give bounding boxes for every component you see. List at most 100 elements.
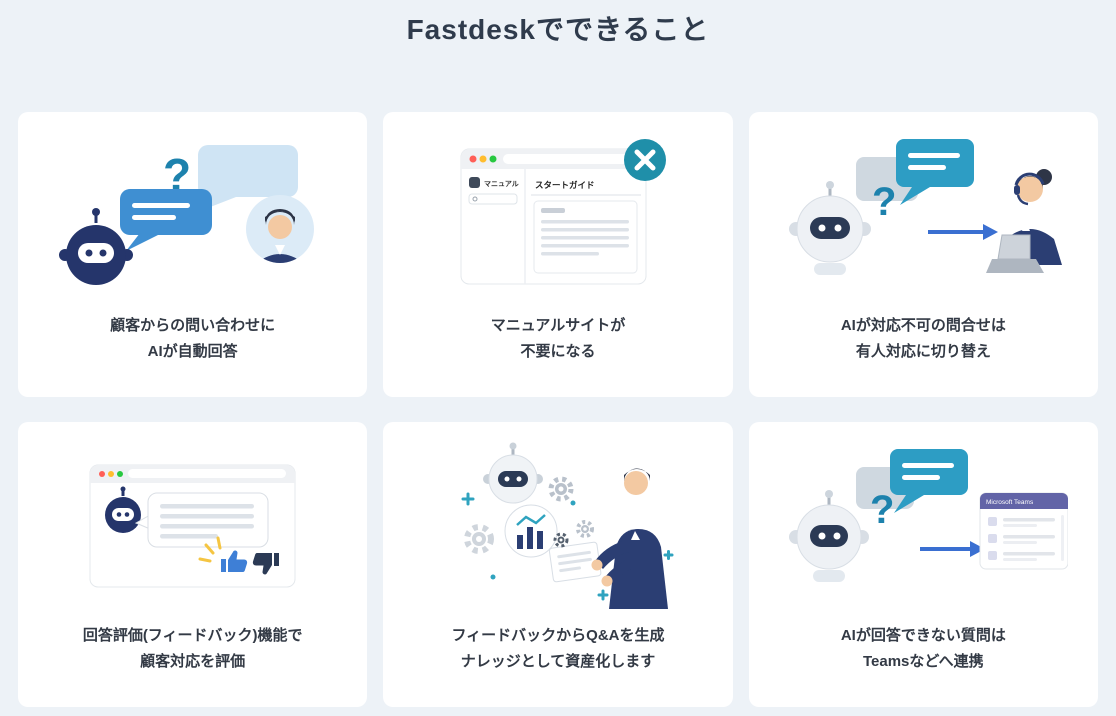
teams-header	[980, 493, 1069, 510]
headset-mic-icon	[1017, 194, 1029, 206]
feature-card-ai-auto-reply: ?	[18, 112, 368, 398]
feature-card-manual-site: マニュアル スタートガイド	[383, 112, 733, 398]
window-maximize-dot	[489, 155, 497, 163]
caption-line: AIが対応不可の問合せは	[840, 316, 1006, 334]
knowledge-svg	[461, 442, 674, 610]
manual-logo-icon	[468, 177, 480, 189]
address-bar	[502, 154, 638, 165]
speech-bubble-teal-tail	[894, 495, 925, 514]
person-collar	[630, 531, 640, 541]
thumbs-down-icon	[252, 553, 279, 575]
browser-window-svg: マニュアル スタートガイド	[460, 139, 666, 285]
laptop-base	[986, 259, 1045, 274]
question-mark-icon: ?	[870, 488, 894, 532]
article-text-line	[540, 244, 629, 248]
gear-icon	[575, 520, 594, 539]
answer-text-line	[159, 524, 254, 529]
avatar-face	[267, 215, 292, 240]
answer-text-line	[159, 504, 254, 509]
caption-line: 回答評価(フィードバック)機能で	[82, 626, 303, 644]
teams-svg: ? Microsoft Teams	[789, 449, 1069, 583]
person-arm	[604, 559, 633, 584]
feature-card-feedback: 回答評価(フィードバック)機能で 顧客対応を評価	[18, 422, 368, 708]
caption-line: AIが回答できない質問は	[840, 626, 1006, 644]
chatbot-illustration-svg: ?	[58, 145, 314, 286]
answer-bubble	[147, 492, 269, 548]
gear-icon-small	[553, 532, 569, 548]
avatar-collar	[274, 245, 285, 256]
caption-line: 顧客対応を評価	[140, 652, 246, 670]
window-close-dot	[98, 471, 105, 478]
speech-bubble-teal-tail	[900, 187, 931, 206]
feedback-svg	[89, 464, 296, 588]
gear-icon	[463, 524, 494, 555]
caption-line: 顧客からの問い合わせに	[110, 316, 276, 334]
card-caption: 回答評価(フィードバック)機能で 顧客対応を評価	[83, 623, 303, 708]
robot-face	[111, 508, 134, 522]
speech-bubble-teal	[896, 139, 975, 188]
thumbs-up-icon	[220, 550, 247, 573]
bubble-text-line	[908, 153, 961, 159]
manual-sidebar-label: マニュアル	[484, 180, 519, 188]
caption-line: Teamsなどへ連携	[862, 652, 984, 670]
person-hand	[601, 575, 613, 587]
article-text-line	[540, 252, 599, 256]
answer-text-line	[159, 534, 218, 539]
robot-antenna-tip	[825, 490, 834, 499]
robot-eye	[834, 224, 842, 232]
start-guide-heading: スタートガイド	[535, 180, 595, 190]
robot-eye	[516, 476, 522, 482]
robot-antenna-tip	[91, 208, 100, 217]
feature-card-teams: ? Microsoft Teams	[748, 422, 1098, 707]
sidebar-search-box	[468, 193, 518, 205]
card-caption: フィードバックからQ&Aを生成 ナレッジとして資産化します	[451, 623, 664, 708]
bubble-text-line	[131, 215, 176, 221]
dot-accent	[570, 500, 576, 506]
dot-accent	[490, 574, 496, 580]
caption-line: フィードバックからQ&Aを生成	[451, 626, 665, 644]
window-minimize-dot	[107, 471, 114, 478]
section-title: Fastdeskでできること	[406, 14, 710, 45]
robot-body	[814, 263, 847, 276]
answer-text-line	[159, 514, 254, 519]
feature-card-knowledge: フィードバックからQ&Aを生成 ナレッジとして資産化します	[383, 422, 733, 708]
headset-band-icon	[1014, 172, 1045, 186]
window-minimize-dot	[479, 155, 487, 163]
bubble-text-line	[902, 463, 955, 469]
feature-card-human-handoff: ?	[748, 112, 1098, 398]
teams-title: Microsoft Teams	[986, 499, 1034, 506]
chart-bar	[526, 527, 533, 550]
speech-bubble-teal	[890, 449, 969, 496]
handoff-svg: ?	[789, 139, 1063, 276]
address-bar	[127, 469, 286, 479]
caption-line: ナレッジとして資産化します	[460, 652, 656, 670]
search-icon	[472, 196, 478, 202]
caption-line: AIが自動回答	[147, 342, 238, 360]
avatar-person	[251, 209, 308, 264]
gear-icon	[548, 476, 574, 502]
spark-accent	[204, 543, 215, 555]
robot-visor	[810, 525, 849, 548]
spark-accent	[216, 536, 222, 550]
speech-bubble-light	[197, 145, 298, 198]
robot-visor	[810, 217, 851, 240]
chart-bar	[516, 535, 523, 550]
spark-accent	[198, 557, 212, 563]
card-caption: 顧客からの問い合わせに AIが自動回答	[110, 313, 275, 398]
card-caption: AIが対応不可の問合せは 有人対応に切り替え	[841, 313, 1006, 398]
chart-line	[516, 514, 546, 527]
article-text-line	[540, 228, 629, 232]
bubble-text-line	[908, 165, 947, 171]
card-caption: マニュアルサイトが 不要になる	[491, 313, 626, 398]
robot-eye	[99, 249, 107, 257]
robot-visor	[497, 471, 528, 488]
robot-eye	[116, 512, 121, 518]
speech-bubble-blue-tail	[125, 233, 162, 252]
manual-site-illustration: マニュアル スタートガイド	[383, 112, 732, 313]
bubble-text-line	[902, 475, 941, 481]
feedback-illustration	[18, 422, 367, 623]
laptop-screen	[997, 234, 1031, 260]
window-close-dot	[469, 155, 477, 163]
teams-list-row	[988, 551, 1056, 562]
